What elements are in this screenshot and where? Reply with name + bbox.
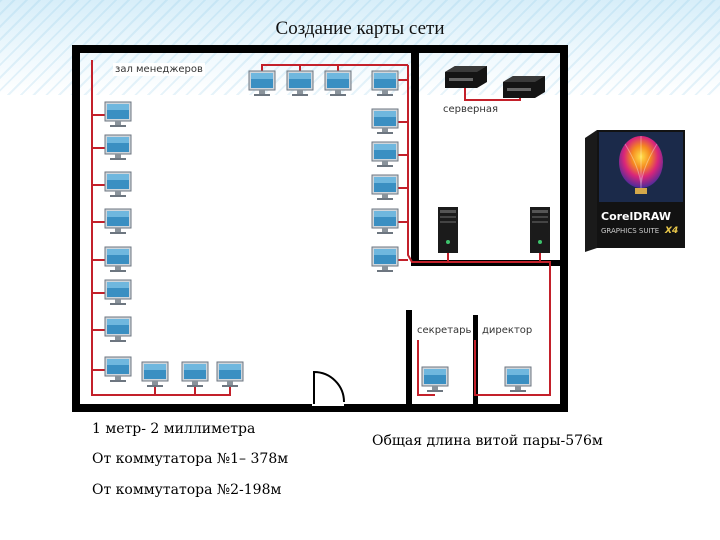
door-icon [312,368,345,406]
slide-title: Создание карты сети [275,18,445,39]
monitor-icon [141,361,169,388]
total-cable-length: Общая длина витой пары-576м [372,433,603,449]
monitor-icon [371,208,399,235]
coreldraw-box-image: CorelDRAW GRAPHICS SUITE X4 [585,130,685,252]
monitor-icon [104,101,132,128]
network-switch-icon [503,76,545,98]
outer-walls [72,45,568,412]
monitor-icon [286,70,314,97]
monitor-icon [248,70,276,97]
box-version: X4 [664,226,678,236]
server-tower-icon [438,207,458,253]
room-label-managers: зал менеджеров [113,63,205,76]
monitor-icon [421,366,449,393]
network-switch-icon [445,66,487,88]
monitor-icon [104,208,132,235]
monitor-icon [371,174,399,201]
monitor-icon [324,70,352,97]
monitor-icon [104,171,132,198]
monitor-icon [371,108,399,135]
scale-note: 1 метр- 2 миллиметра [92,421,256,437]
monitor-icon [371,70,399,97]
monitor-icon [104,246,132,273]
room-label-secretary: секретарь [415,324,474,337]
monitor-icon [104,134,132,161]
monitor-icon [104,356,132,383]
switch1-cable-length: От коммутатора №1– 378м [92,451,289,467]
monitor-icon [181,361,209,388]
monitor-icon [104,316,132,343]
monitor-icon [104,279,132,306]
monitor-icon [504,366,532,393]
monitor-icon [371,246,399,273]
switch2-cable-length: От коммутатора №2-198м [92,482,282,498]
monitor-icon [216,361,244,388]
room-label-server: серверная [441,103,501,116]
server-tower-icon [530,207,550,253]
room-label-director: директор [480,324,535,337]
monitor-icon [371,141,399,168]
box-brand: CorelDRAW [601,210,671,223]
box-suite: GRAPHICS SUITE [601,227,659,235]
